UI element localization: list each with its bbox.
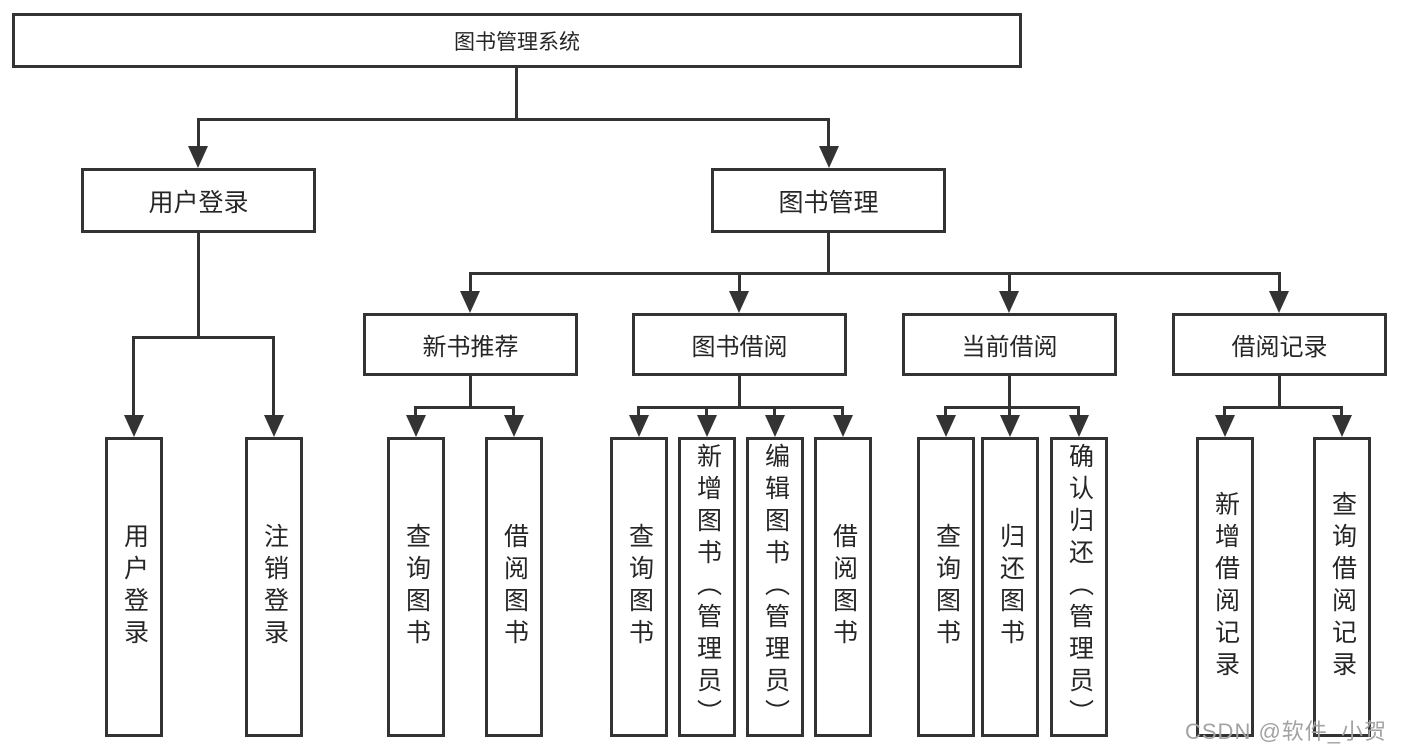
arrowhead-add-borrow-record xyxy=(1215,415,1235,437)
watermark: CSDN @软件_小贺同学 xyxy=(1185,719,1388,744)
connector-drop-query-books-3 xyxy=(944,406,947,419)
arrowhead-return-books xyxy=(1000,415,1020,437)
connector-root-stem xyxy=(515,68,518,121)
leaf-query-books-2: 查询图书 xyxy=(610,437,668,737)
connector-borrow-records-branch xyxy=(1223,406,1343,409)
connector-drop-current-borrow xyxy=(1008,272,1011,295)
connector-user-login-stem xyxy=(197,233,200,339)
connector-drop-edit-books xyxy=(773,406,776,419)
node-current-borrow-label: 当前借阅 xyxy=(961,334,1058,361)
arrowhead-leaf-user-login xyxy=(124,415,144,437)
arrowhead-borrow-records xyxy=(1269,291,1289,313)
connector-drop-book-management xyxy=(827,118,830,150)
arrowhead-borrow-books-2 xyxy=(833,415,853,437)
arrowhead-edit-books xyxy=(765,415,785,437)
connector-borrow-records-stem xyxy=(1278,376,1281,409)
connector-drop-query-books-2 xyxy=(637,406,640,419)
node-user-login: 用户登录 xyxy=(81,168,316,233)
connector-drop-add-books xyxy=(705,406,708,419)
leaf-edit-books-admin: 编辑图书（管理员） xyxy=(746,437,804,737)
connector-drop-query-books-1 xyxy=(414,406,417,419)
leaf-confirm-return-admin: 确认归还（管理员） xyxy=(1050,437,1108,737)
leaf-borrow-books-1: 借阅图书 xyxy=(485,437,543,737)
connector-drop-user-login xyxy=(197,118,200,150)
leaf-query-books-3-label: 查询图书 xyxy=(932,523,961,651)
arrowhead-new-book xyxy=(460,291,480,313)
leaf-query-borrow-record: 查询借阅记录 xyxy=(1313,437,1371,737)
leaf-query-books-1-label: 查询图书 xyxy=(402,523,431,651)
connector-new-book-branch xyxy=(414,406,515,409)
leaf-user-login: 用户登录 xyxy=(105,437,163,737)
connector-drop-borrow-books-2 xyxy=(841,406,844,419)
node-new-book-recommend-label: 新书推荐 xyxy=(422,334,519,361)
leaf-add-borrow-record: 新增借阅记录 xyxy=(1196,437,1254,737)
node-borrow-records-label: 借阅记录 xyxy=(1231,334,1328,361)
connector-drop-leaf-user-login xyxy=(132,336,135,419)
node-user-login-label: 用户登录 xyxy=(148,188,249,217)
leaf-borrow-books-2-label: 借阅图书 xyxy=(829,523,858,651)
leaf-edit-books-admin-label: 编辑图书（管理员） xyxy=(761,443,790,731)
connector-drop-book-borrow xyxy=(738,272,741,295)
arrowhead-current-borrow xyxy=(999,291,1019,313)
arrowhead-book-management xyxy=(819,146,839,168)
connector-drop-return-books xyxy=(1008,406,1011,419)
leaf-add-borrow-record-label: 新增借阅记录 xyxy=(1211,491,1240,683)
node-root-label: 图书管理系统 xyxy=(454,30,580,54)
connector-drop-add-borrow-record xyxy=(1223,406,1226,419)
leaf-logout-label: 注销登录 xyxy=(260,523,289,651)
leaf-borrow-books-2: 借阅图书 xyxy=(814,437,872,737)
connector-book-management-branch xyxy=(469,272,1281,275)
node-book-management: 图书管理 xyxy=(711,168,946,233)
connector-user-login-branch xyxy=(132,336,275,339)
arrowhead-query-books-1 xyxy=(406,415,426,437)
connector-drop-confirm-return xyxy=(1077,406,1080,419)
arrowhead-query-books-2 xyxy=(629,415,649,437)
arrowhead-query-borrow-record xyxy=(1332,415,1352,437)
connector-current-borrow-branch xyxy=(944,406,1080,409)
leaf-query-books-2-label: 查询图书 xyxy=(625,523,654,651)
leaf-query-borrow-record-label: 查询借阅记录 xyxy=(1328,491,1357,683)
leaf-query-books-3: 查询图书 xyxy=(917,437,975,737)
leaf-return-books: 归还图书 xyxy=(981,437,1039,737)
arrowhead-user-login xyxy=(188,146,208,168)
connector-drop-new-book xyxy=(469,272,472,295)
connector-book-management-stem xyxy=(827,233,830,275)
arrowhead-query-books-3 xyxy=(936,415,956,437)
connector-book-borrow-branch xyxy=(637,406,844,409)
arrowhead-leaf-logout xyxy=(264,415,284,437)
leaf-add-books-admin-label: 新增图书（管理员） xyxy=(693,443,722,731)
leaf-logout: 注销登录 xyxy=(245,437,303,737)
leaf-query-books-1: 查询图书 xyxy=(387,437,445,737)
leaf-borrow-books-1-label: 借阅图书 xyxy=(500,523,529,651)
node-book-borrow-label: 图书借阅 xyxy=(691,334,788,361)
leaf-user-login-label: 用户登录 xyxy=(120,523,149,651)
leaf-return-books-label: 归还图书 xyxy=(996,523,1025,651)
arrowhead-add-books xyxy=(697,415,717,437)
node-root: 图书管理系统 xyxy=(12,13,1022,68)
node-current-borrow: 当前借阅 xyxy=(902,313,1117,376)
connector-book-borrow-stem xyxy=(738,376,741,409)
arrowhead-borrow-books-1 xyxy=(504,415,524,437)
connector-current-borrow-stem xyxy=(1008,376,1011,409)
node-borrow-records: 借阅记录 xyxy=(1172,313,1387,376)
connector-drop-leaf-logout xyxy=(272,336,275,419)
node-new-book-recommend: 新书推荐 xyxy=(363,313,578,376)
leaf-confirm-return-admin-label: 确认归还（管理员） xyxy=(1065,443,1094,731)
connector-drop-borrow-records xyxy=(1278,272,1281,295)
node-book-management-label: 图书管理 xyxy=(778,188,879,217)
node-book-borrow: 图书借阅 xyxy=(632,313,847,376)
arrowhead-book-borrow xyxy=(729,291,749,313)
leaf-add-books-admin: 新增图书（管理员） xyxy=(678,437,736,737)
arrowhead-confirm-return xyxy=(1069,415,1089,437)
connector-drop-borrow-books-1 xyxy=(512,406,515,419)
connector-root-branch xyxy=(197,118,830,121)
connector-drop-query-borrow-record xyxy=(1340,406,1343,419)
connector-new-book-stem xyxy=(469,376,472,409)
